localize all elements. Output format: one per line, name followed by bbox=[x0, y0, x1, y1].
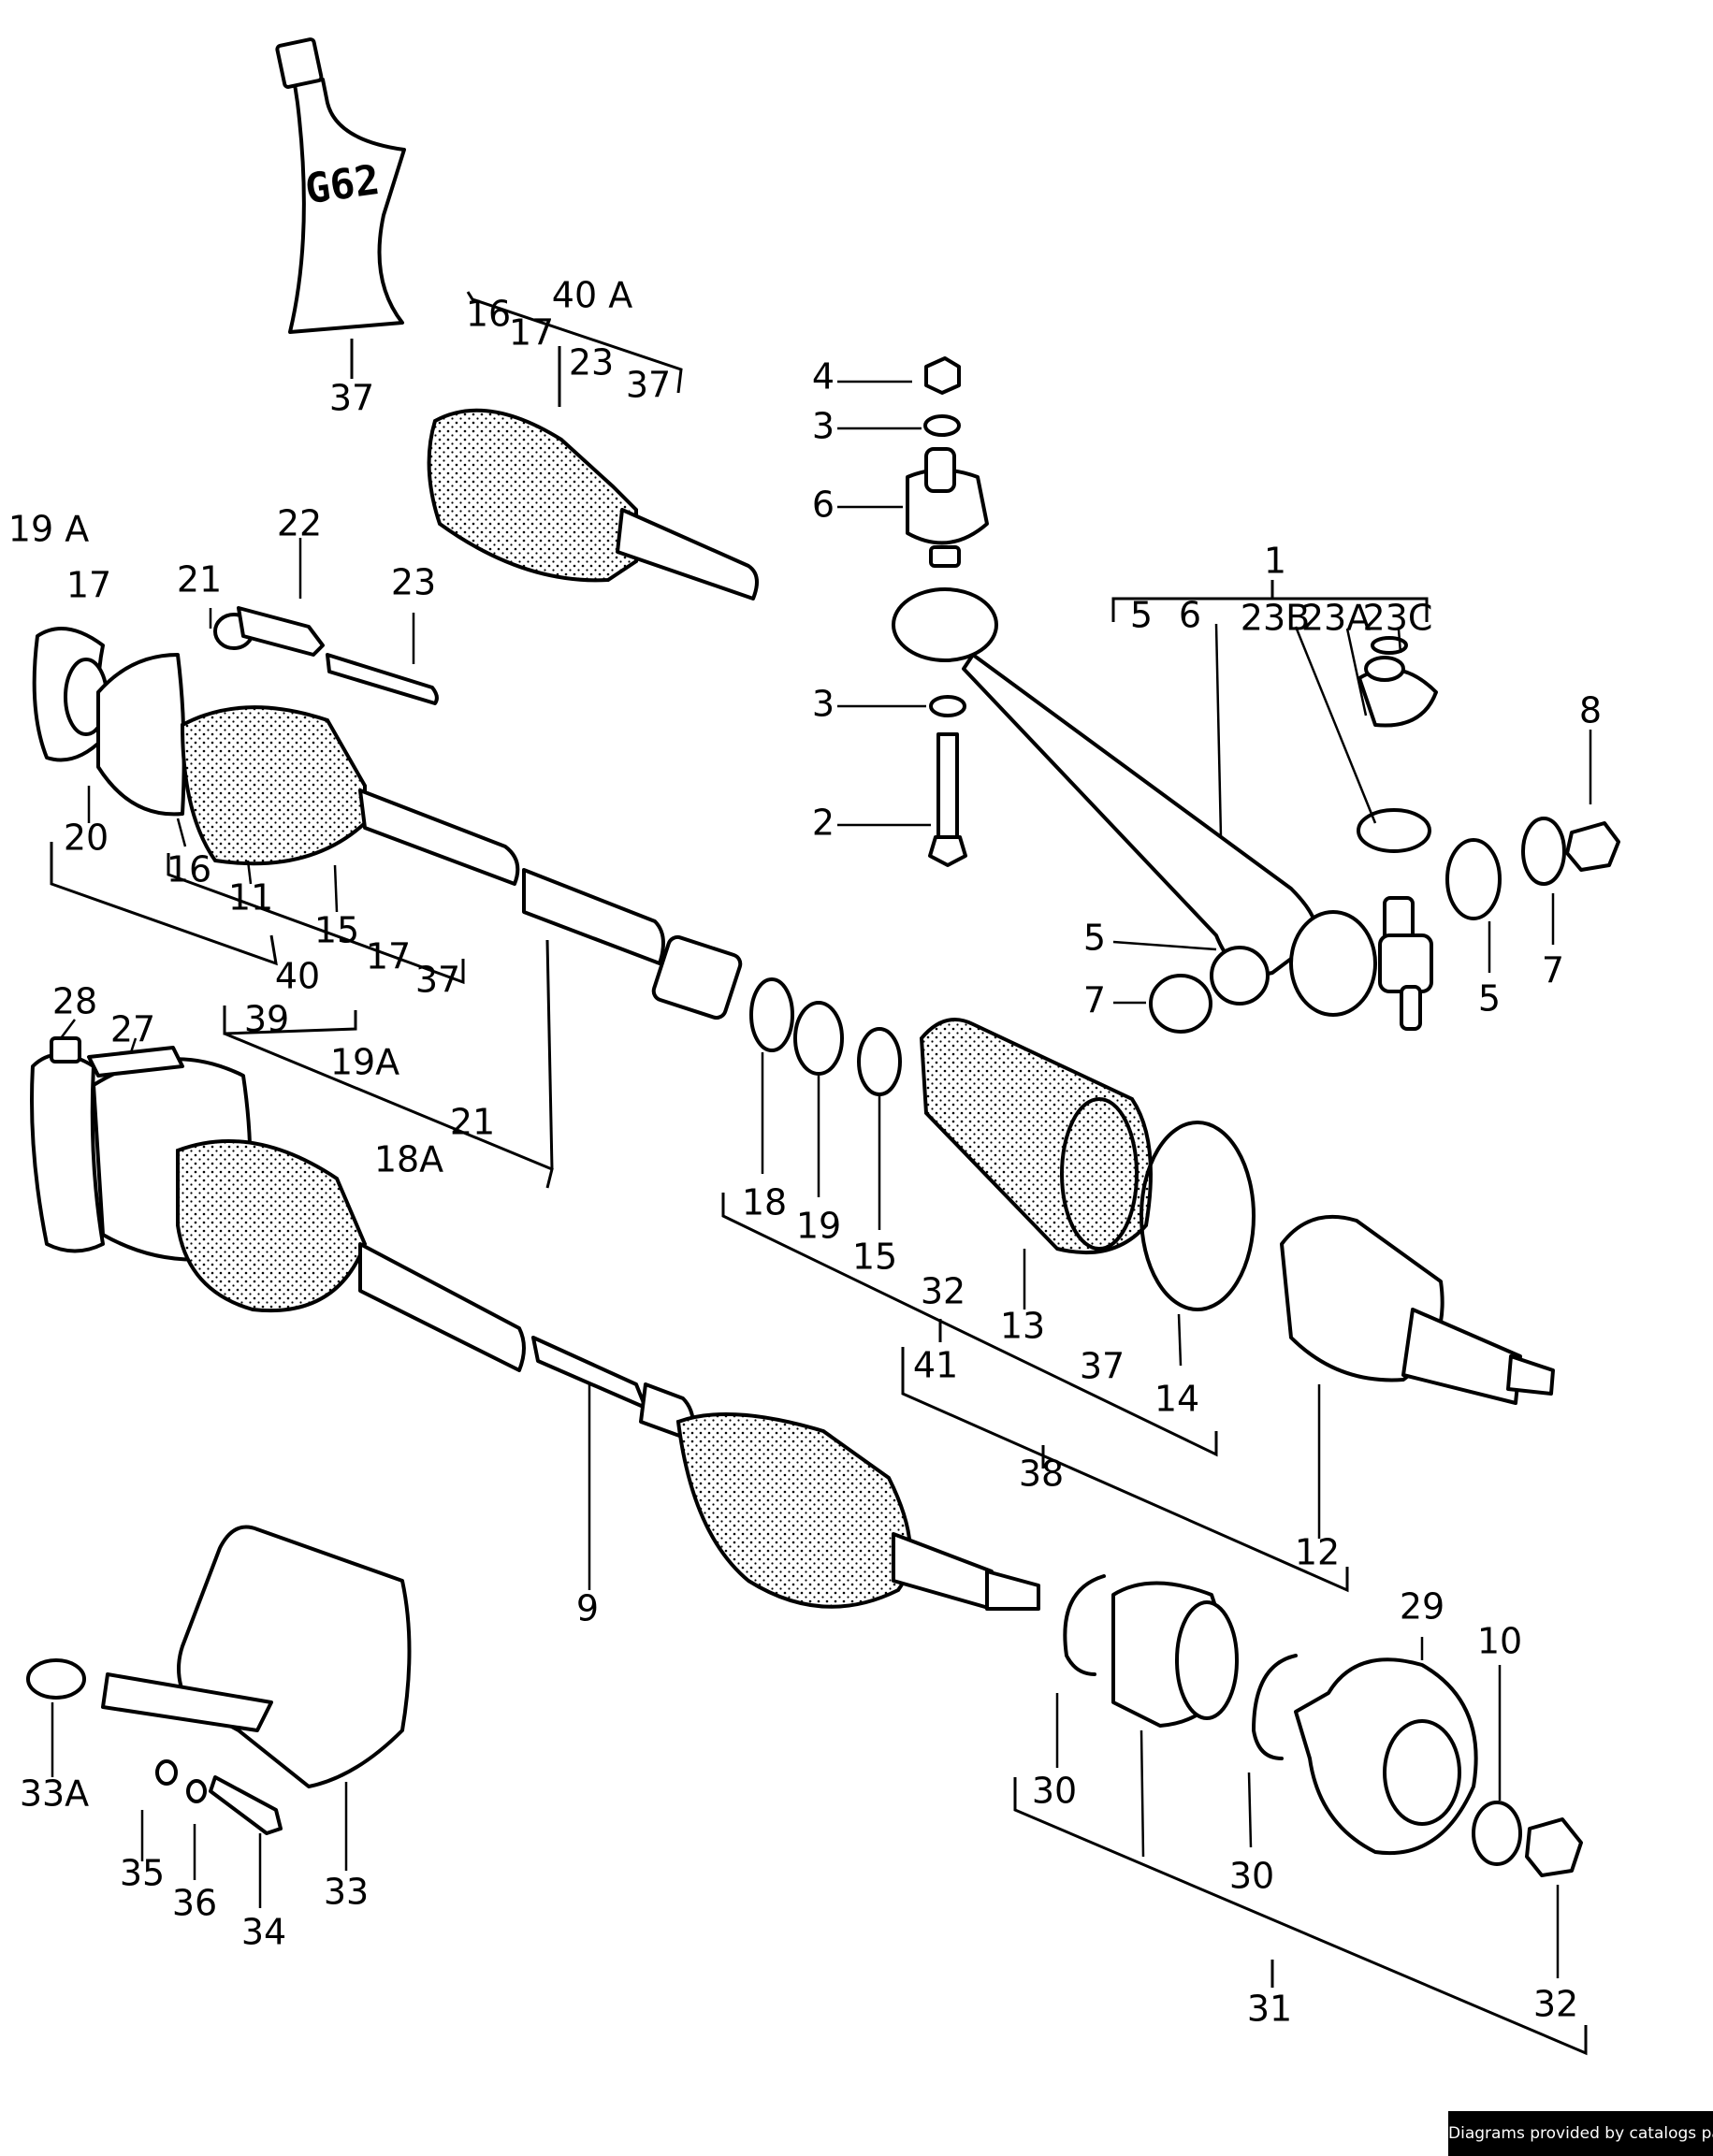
label-washer-36: 36 bbox=[172, 1883, 217, 1924]
label-clamp-15b: 15 bbox=[852, 1237, 897, 1278]
label-outer-group-title: 40 A bbox=[552, 275, 632, 316]
label-boot-13: 13 bbox=[1000, 1306, 1045, 1347]
label-joint-20: 20 bbox=[64, 818, 109, 859]
label-arm-6: 6 bbox=[1179, 595, 1201, 636]
credit-badge: Diagrams provided by catalogs parts bbox=[1448, 2111, 1713, 2156]
label-washer-10: 10 bbox=[1477, 1621, 1522, 1662]
label-plate-22: 22 bbox=[277, 503, 322, 544]
cv-boot-top bbox=[427, 408, 759, 600]
inner-cv-joint-upper bbox=[32, 606, 743, 1020]
label-ring-18: 18 bbox=[742, 1182, 787, 1223]
label-cap-28: 28 bbox=[52, 981, 97, 1022]
label-washer-left: 7 bbox=[1083, 980, 1106, 1021]
label-outer-group-37: 37 bbox=[626, 365, 671, 406]
label-outer-group-17: 17 bbox=[509, 312, 554, 354]
label-sleeve-33a: 33A bbox=[20, 1773, 89, 1815]
label-grp-31: 31 bbox=[1247, 1989, 1292, 2030]
outer-cv-joint-12 bbox=[1280, 1214, 1555, 1405]
label-bush-left: 5 bbox=[1083, 918, 1106, 959]
label-bolt-23: 23 bbox=[391, 562, 436, 603]
label-clamp-15: 15 bbox=[314, 910, 359, 951]
clamp-band-14 bbox=[1140, 1121, 1256, 1311]
label-bush-right: 5 bbox=[1478, 978, 1501, 1020]
label-bushing: 6 bbox=[812, 485, 835, 526]
label-bolt: 2 bbox=[812, 803, 835, 844]
grease-tube: G62 bbox=[275, 37, 406, 334]
label-grp-37b: 37 bbox=[1080, 1346, 1125, 1387]
cap-28 bbox=[50, 1036, 81, 1064]
label-grp-17: 17 bbox=[366, 936, 411, 977]
label-clamp-14: 14 bbox=[1154, 1379, 1199, 1420]
label-disc-19: 19 bbox=[796, 1206, 841, 1247]
label-arm-23a: 23A bbox=[1301, 598, 1371, 639]
label-arm-23c: 23C bbox=[1363, 598, 1433, 639]
heat-shield-33 bbox=[101, 1525, 412, 1788]
bolt-34 bbox=[209, 1775, 283, 1835]
label-outer-group-16: 16 bbox=[466, 294, 511, 335]
label-grp-21: 21 bbox=[450, 1102, 495, 1143]
tube-text: G62 bbox=[302, 156, 383, 214]
label-shaft-9: 9 bbox=[576, 1588, 599, 1629]
label-nut-right: 8 bbox=[1579, 690, 1602, 731]
label-circlip-17: 17 bbox=[66, 565, 111, 606]
label-grp-40: 40 bbox=[275, 956, 320, 997]
label-plate-19a: 19 A bbox=[8, 509, 89, 550]
arm-hardware-left bbox=[1149, 946, 1270, 1034]
label-ring-30b: 30 bbox=[1229, 1856, 1274, 1897]
label-washer-mid: 3 bbox=[812, 684, 835, 725]
label-arm: 1 bbox=[1264, 541, 1286, 582]
label-grp-38: 38 bbox=[1019, 1454, 1064, 1495]
label-grp-41: 41 bbox=[913, 1345, 958, 1386]
label-grp-39: 39 bbox=[244, 999, 289, 1040]
plate-27 bbox=[87, 1046, 184, 1078]
label-cap-21: 21 bbox=[177, 559, 222, 600]
label-washer-top: 3 bbox=[812, 406, 835, 447]
control-arm bbox=[892, 587, 1438, 1031]
label-ring-30a: 30 bbox=[1032, 1771, 1077, 1812]
label-arm-23b: 23B bbox=[1241, 598, 1310, 639]
label-nut-32: 32 bbox=[1533, 1984, 1578, 2025]
label-boot-11: 11 bbox=[228, 877, 273, 919]
label-tube: 37 bbox=[329, 378, 374, 419]
rings-middle bbox=[749, 977, 902, 1096]
bushing-stack bbox=[906, 356, 989, 867]
label-outer-group-23: 23 bbox=[569, 342, 614, 383]
label-washer-35: 35 bbox=[120, 1853, 165, 1894]
label-hub-29: 29 bbox=[1400, 1586, 1444, 1628]
label-bolt-34: 34 bbox=[241, 1912, 286, 1953]
label-grp-32: 32 bbox=[921, 1271, 965, 1312]
wheel-bearing-assembly bbox=[1063, 1574, 1583, 1877]
sleeve-33a bbox=[26, 1658, 86, 1700]
washer-35 bbox=[155, 1759, 178, 1786]
label-clamp-16: 16 bbox=[167, 849, 211, 890]
label-arm-5: 5 bbox=[1130, 595, 1153, 636]
label-plate-27: 27 bbox=[110, 1009, 155, 1050]
label-grp-37: 37 bbox=[415, 960, 460, 1001]
label-washer-right: 7 bbox=[1542, 950, 1564, 991]
label-shield-33: 33 bbox=[324, 1872, 369, 1913]
label-grp-18a: 18A bbox=[374, 1139, 443, 1180]
label-grp-19a: 19A bbox=[330, 1042, 399, 1083]
arm-hardware-right bbox=[1445, 817, 1620, 920]
washer-36 bbox=[186, 1779, 207, 1803]
cv-boot-13 bbox=[919, 1018, 1153, 1255]
label-nut-top: 4 bbox=[812, 356, 835, 398]
lower-driveshaft bbox=[30, 1052, 1040, 1611]
label-joint-12: 12 bbox=[1295, 1532, 1340, 1573]
